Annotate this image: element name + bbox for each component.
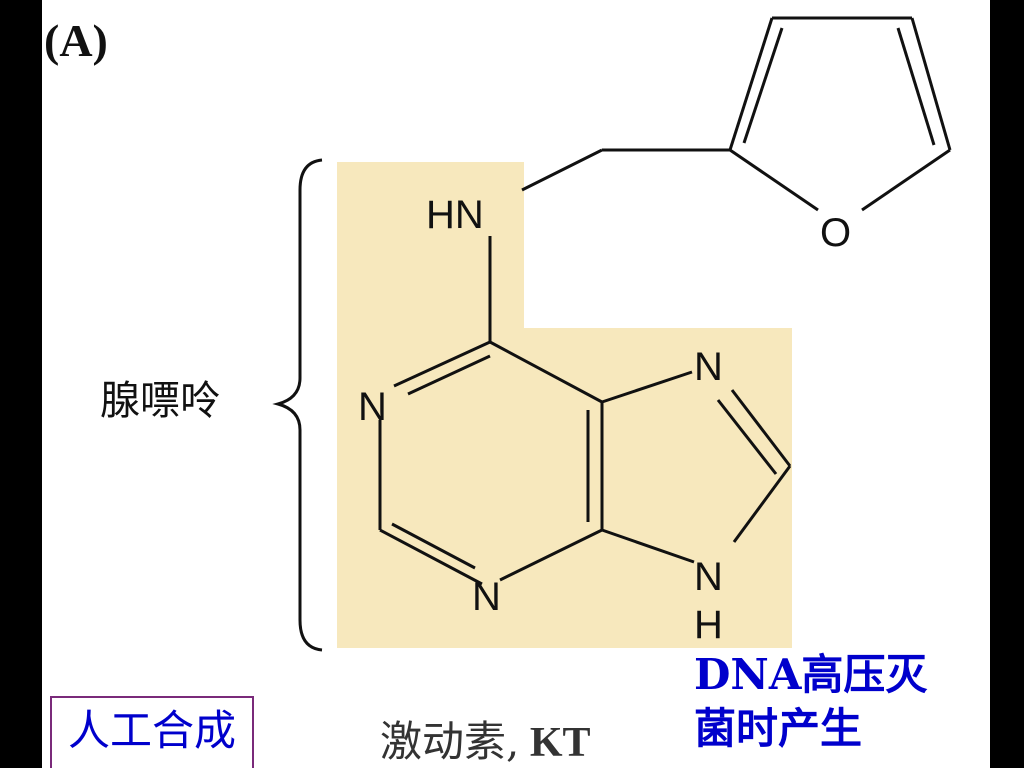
kinetin-structure-diagram: HN N N N N H O — [272, 16, 952, 652]
compound-name-cn: 激动素, — [380, 717, 520, 766]
furan-ring — [728, 16, 952, 212]
atom-hn: HN — [426, 193, 484, 237]
compound-name: 激动素, KT — [380, 708, 591, 768]
atom-n1: N — [358, 385, 387, 429]
atom-n7: N — [694, 345, 723, 389]
origin-note: DNA高压灭菌时产生 — [694, 650, 928, 753]
atom-n3: N — [472, 575, 501, 619]
adenine-label: 腺嘌呤 — [94, 368, 226, 426]
slide: (A) — [42, 0, 990, 768]
compound-abbr: KT — [519, 720, 591, 766]
atom-n9: N — [694, 555, 723, 599]
synthetic-label-box: 人工合成 — [50, 696, 255, 768]
panel-label: (A) — [44, 15, 108, 66]
purine-ring — [378, 236, 792, 586]
atom-o: O — [820, 211, 851, 255]
adenine-highlight — [337, 162, 792, 648]
adenine-bracket — [272, 158, 323, 652]
bond-hn-ch2 — [521, 148, 603, 192]
atom-h9: H — [694, 603, 723, 647]
